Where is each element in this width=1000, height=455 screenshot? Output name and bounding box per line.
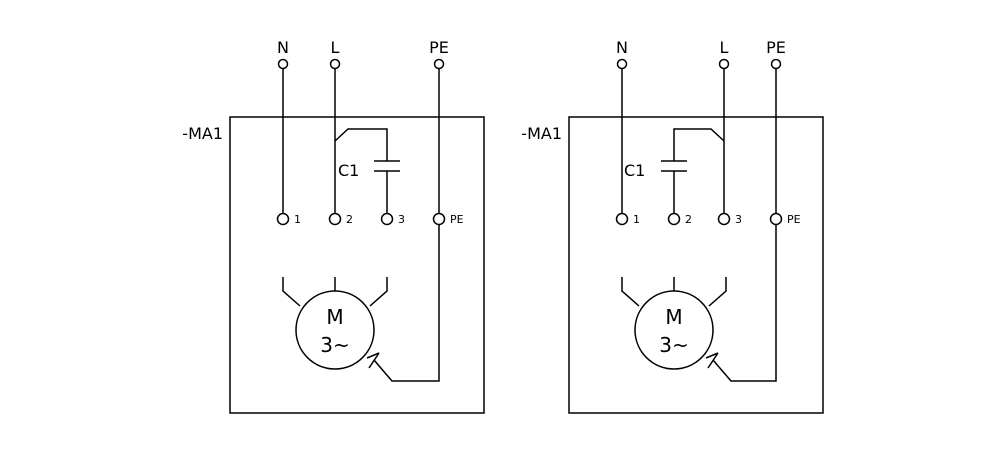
- supply-label-l: L: [720, 38, 729, 57]
- motor-lead-1: [621, 277, 640, 307]
- diagram-left: N L PE -MA1 C1 1 2 3 PE: [182, 38, 485, 414]
- supply-terminal-pe: [770, 58, 782, 70]
- wire-pe-motor: [712, 225, 777, 382]
- terminal-2: [667, 212, 681, 226]
- supply-terminal-l: [329, 58, 341, 70]
- device-enclosure: [229, 116, 485, 414]
- supply-label-pe: PE: [429, 38, 449, 57]
- supply-label-n: N: [277, 38, 289, 57]
- motor-symbol: M: [326, 305, 343, 329]
- motor: M 3~: [621, 225, 777, 382]
- terminal-pe-label: PE: [787, 213, 801, 226]
- terminal-1-label: 1: [294, 213, 301, 226]
- supply-label-n: N: [616, 38, 628, 57]
- terminal-2-label: 2: [346, 213, 353, 226]
- terminal-pe: [769, 212, 783, 226]
- wire-capacitor: [673, 128, 725, 161]
- terminal-1: [276, 212, 290, 226]
- terminal-pe-label: PE: [450, 213, 464, 226]
- supply-label-pe: PE: [766, 38, 786, 57]
- terminal-3-label: 3: [735, 213, 742, 226]
- supply-terminal-l: [718, 58, 730, 70]
- terminal-3: [717, 212, 731, 226]
- supply-terminal-n: [277, 58, 289, 70]
- wire-pe-motor: [373, 225, 440, 382]
- device-label: -MA1: [182, 124, 223, 143]
- motor-lead-3: [708, 277, 727, 307]
- supply-terminal-pe: [433, 58, 445, 70]
- motor-circle: [634, 290, 714, 370]
- motor-phase: 3~: [659, 333, 688, 357]
- capacitor-c1: [374, 160, 400, 172]
- motor-lead-3: [369, 277, 388, 307]
- supply-label-l: L: [331, 38, 340, 57]
- terminal-3: [380, 212, 394, 226]
- supply-terminal-n: [616, 58, 628, 70]
- capacitor-label: C1: [338, 161, 359, 180]
- motor-ground-tick: [705, 352, 719, 359]
- terminal-pe: [432, 212, 446, 226]
- terminal-2: [328, 212, 342, 226]
- motor-circle: [295, 290, 375, 370]
- wire-capacitor: [334, 128, 388, 161]
- motor-lead-1: [282, 277, 301, 307]
- motor: M 3~: [282, 225, 440, 382]
- diagram-right: N L PE -MA1 C1 1 2 3 PE: [521, 38, 824, 414]
- terminal-2-label: 2: [685, 213, 692, 226]
- terminal-1: [615, 212, 629, 226]
- device-label: -MA1: [521, 124, 562, 143]
- motor-phase: 3~: [320, 333, 349, 357]
- device-enclosure: [568, 116, 824, 414]
- terminal-1-label: 1: [633, 213, 640, 226]
- capacitor-c1: [661, 160, 687, 172]
- motor-ground-tick: [366, 352, 380, 359]
- motor-symbol: M: [665, 305, 682, 329]
- capacitor-label: C1: [624, 161, 645, 180]
- terminal-3-label: 3: [398, 213, 405, 226]
